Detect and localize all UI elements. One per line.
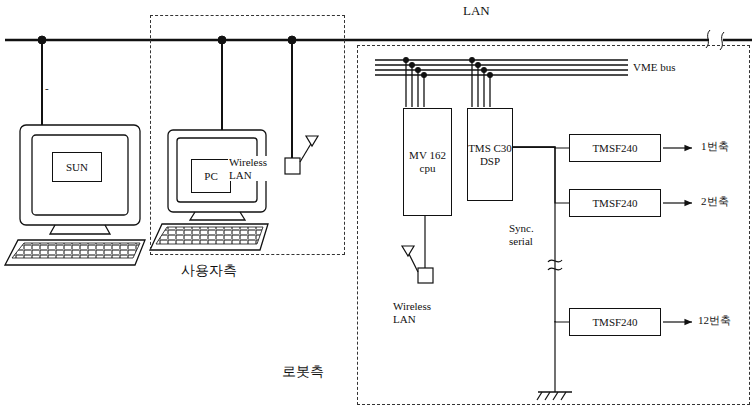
cpu-board: MV 162 cpu <box>403 108 452 216</box>
box-label: TMS C30 DSP <box>468 142 512 167</box>
region-heading: 사용자측 <box>181 263 237 279</box>
device-name: Wireless LAN <box>392 300 454 325</box>
mark: - <box>44 82 50 95</box>
axis-name: 12번축 <box>697 314 732 327</box>
dsp-board: TMS C30 DSP <box>467 108 513 201</box>
box-label: TMSF240 <box>592 316 637 329</box>
axis-name: 2번축 <box>700 195 730 208</box>
device-name: Wireless LAN <box>228 156 282 181</box>
axis-output <box>663 148 692 322</box>
signal-name: Sync. serial <box>508 222 552 247</box>
motor-controller: TMSF240 <box>569 134 661 162</box>
serial-link <box>513 147 569 203</box>
user-side-region: 사용자측PC <box>150 15 345 255</box>
box-label: TMSF240 <box>592 142 637 155</box>
sun-workstation <box>5 125 145 265</box>
wireless-lan-unit <box>285 136 318 174</box>
region-heading: 로봇측 <box>282 364 324 380</box>
motor-controller: TMSF240 <box>569 189 661 217</box>
bus-name: VME bus <box>632 61 676 74</box>
bus-name: LAN <box>462 4 491 19</box>
pc-computer <box>150 130 268 250</box>
box-label: PC <box>204 170 217 183</box>
computer-screen: SUN <box>52 152 102 182</box>
robot-side-region: 로봇측MV 162 cpuTMS C30 DSPTMSF240TMSF240TM… <box>357 45 750 405</box>
box-label: SUN <box>66 161 88 174</box>
box-label: MV 162 cpu <box>404 149 451 174</box>
box-label: TMSF240 <box>592 197 637 210</box>
computer-screen: PC <box>191 159 231 193</box>
vme-bus <box>375 58 628 107</box>
wireless-lan-unit <box>402 215 433 283</box>
motor-controller: TMSF240 <box>569 308 661 336</box>
axis-name: 1번축 <box>700 140 730 153</box>
